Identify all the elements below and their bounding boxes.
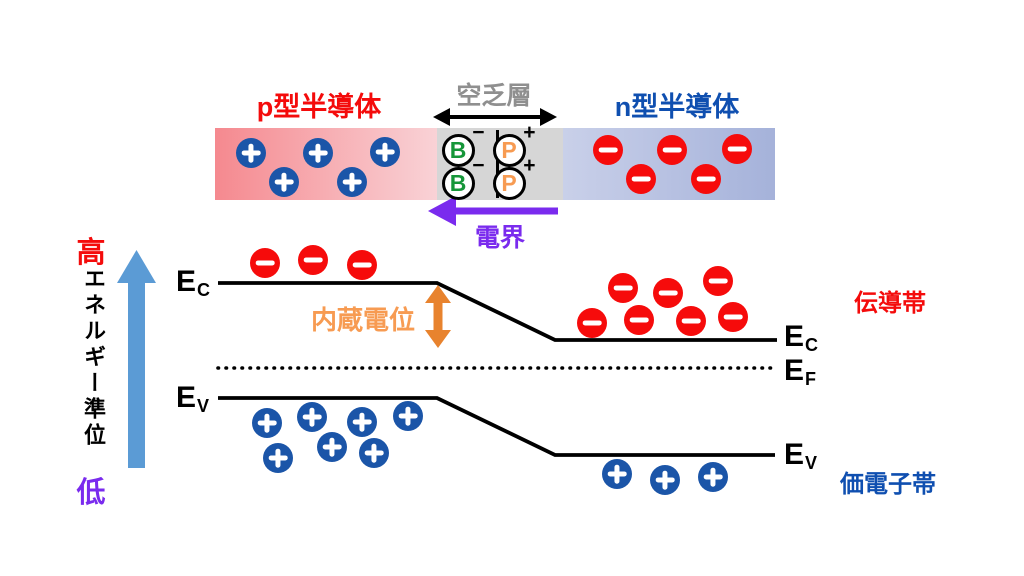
electron-icon: [593, 135, 623, 165]
electron-icon: [298, 245, 328, 275]
electron-icon: [676, 306, 706, 336]
acceptor-charge: −: [472, 153, 485, 177]
electron-icon: [577, 308, 607, 338]
hole-icon: [236, 138, 266, 168]
electron-icon: [722, 134, 752, 164]
acceptor-charge: −: [472, 120, 485, 144]
ec-right-label: EC: [784, 320, 819, 355]
n-type-label: n型半導体: [614, 92, 740, 122]
electron-icon: [657, 135, 687, 165]
electric-field-arrow: [428, 196, 558, 226]
ev-right-label: EV: [784, 438, 818, 473]
hole-icon: [393, 401, 423, 431]
depletion-label: 空乏層: [456, 82, 532, 110]
acceptor-symbol: B: [449, 169, 467, 196]
donor-ion: P+: [492, 155, 536, 200]
hole-icon: [602, 459, 632, 489]
energy-high-label: 高: [76, 237, 106, 269]
electron-icon: [624, 305, 654, 335]
donor-charge: +: [523, 153, 536, 177]
electron-icon: [250, 248, 280, 278]
donor-charge: +: [523, 120, 536, 144]
hole-icon: [263, 443, 293, 473]
electron-icon: [608, 273, 638, 303]
valence-band-line: [218, 396, 775, 457]
energy-low-label: 低: [76, 477, 106, 509]
builtin-potential-label: 内蔵電位: [310, 305, 416, 335]
electron-icon: [718, 302, 748, 332]
energy-axis-label: エネルギー準位: [81, 267, 106, 449]
conduction-band-label: 伝導帯: [854, 290, 926, 317]
hole-icon: [269, 167, 299, 197]
acceptor-ion: B−: [441, 155, 485, 200]
valence-band-label: 価電子帯: [840, 471, 936, 498]
hole-icon: [252, 408, 282, 438]
hole-icon: [317, 432, 347, 462]
hole-icon: [303, 138, 333, 168]
electron-icon: [626, 164, 656, 194]
donor-symbol: P: [501, 136, 517, 163]
donor-symbol: P: [501, 169, 517, 196]
electric-field-label: 電界: [474, 224, 526, 252]
electron-icon: [653, 278, 683, 308]
energy-axis-arrow: [117, 250, 156, 468]
ec-left-label: EC: [176, 265, 211, 300]
ef-right-label: EF: [784, 354, 817, 389]
hole-icon: [698, 462, 728, 492]
hole-icon: [297, 402, 327, 432]
electron-icon: [703, 266, 733, 296]
conduction-band-line: [218, 281, 777, 342]
builtin-potential-arrow: [425, 285, 451, 348]
hole-icon: [337, 167, 367, 197]
electron-icon: [691, 164, 721, 194]
acceptor-ion: B−: [441, 122, 485, 167]
acceptor-symbol: B: [449, 136, 467, 163]
ev-left-label: EV: [176, 381, 210, 416]
hole-icon: [650, 465, 680, 495]
hole-icon: [347, 407, 377, 437]
depletion-width-arrow: [433, 108, 557, 126]
hole-icon: [359, 438, 389, 468]
donor-ion: P+: [492, 122, 536, 167]
hole-icon: [370, 137, 400, 167]
electron-icon: [347, 250, 377, 280]
p-type-label: p型半導体: [256, 92, 382, 122]
